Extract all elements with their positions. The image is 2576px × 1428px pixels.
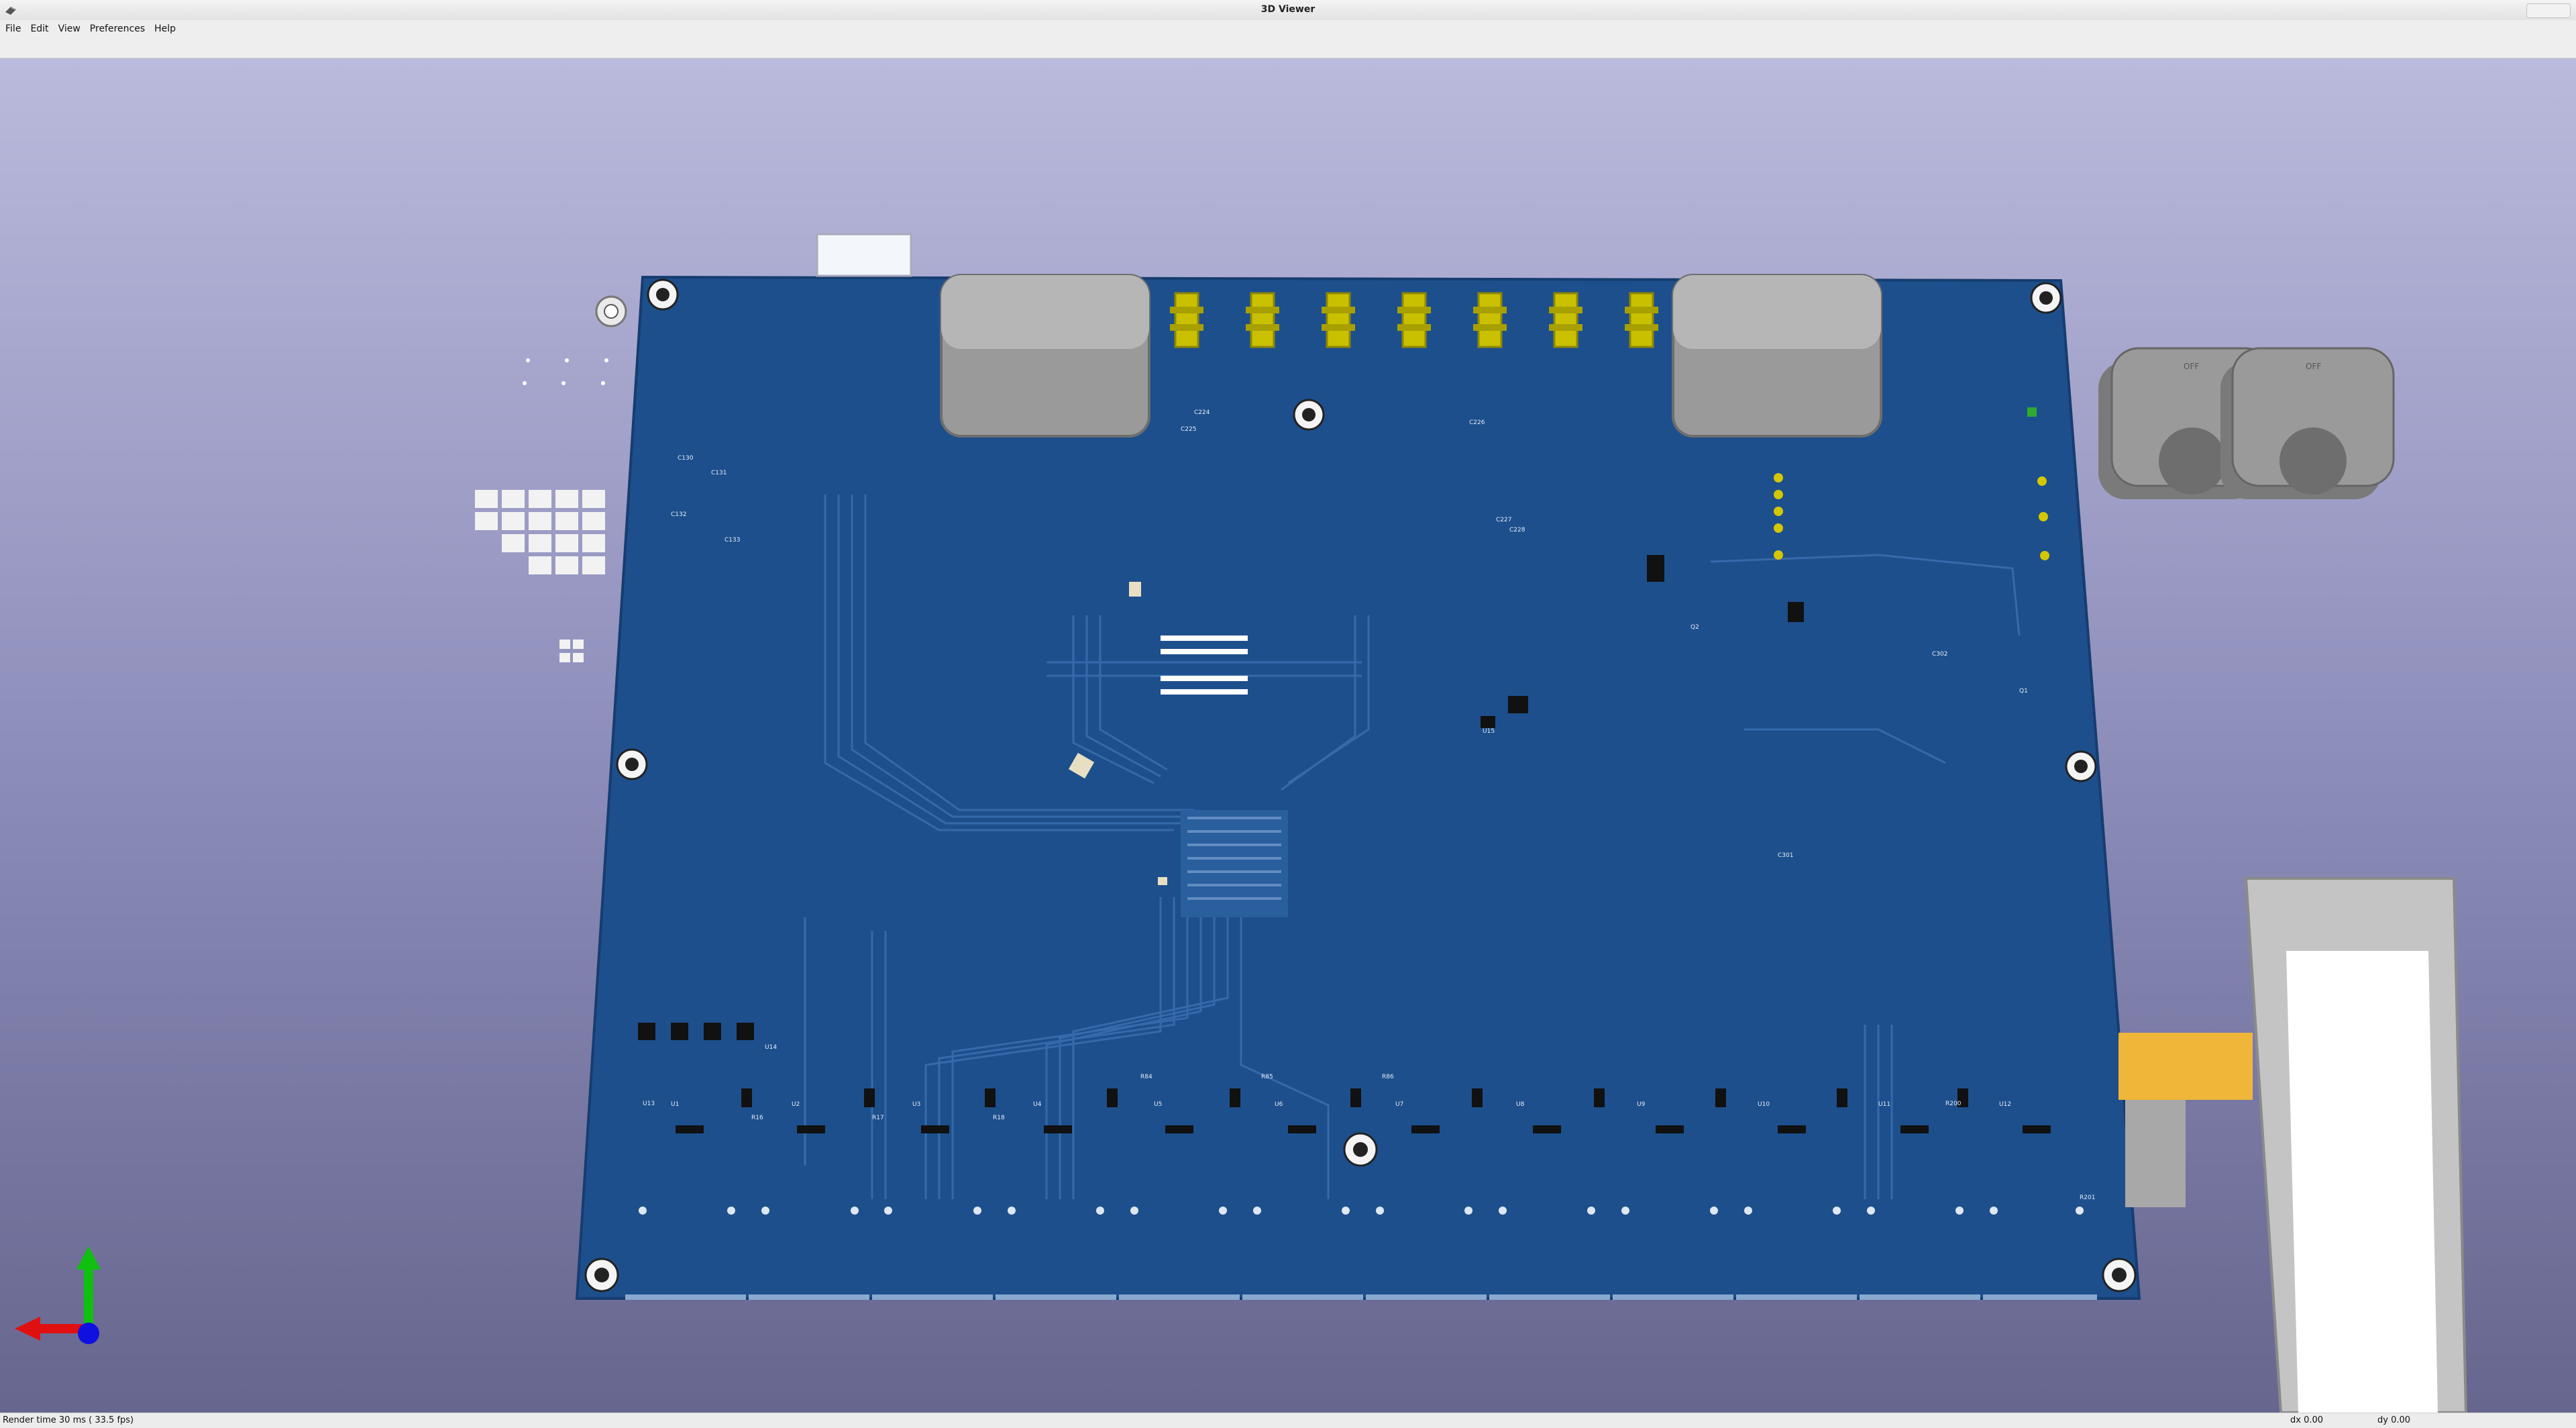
status-bar: Render time 30 ms ( 33.5 fps) dx 0.00 dy… [0, 1413, 2576, 1428]
edge-connectors [625, 1294, 2097, 1300]
component-label: C133 [724, 537, 740, 544]
axes-gizmo [15, 1246, 101, 1344]
mounting-holes [584, 278, 2137, 1292]
menu-view[interactable]: View [58, 23, 80, 34]
3d-viewport[interactable]: U1 U2 U3 U4 U5 U6 U7 U8 U9 U10 U11 U12 U… [0, 58, 2576, 1413]
component-label: C130 [678, 455, 694, 462]
component-label: C131 [711, 470, 727, 476]
pcb-board: U1 U2 U3 U4 U5 U6 U7 U8 U9 U10 U11 U12 U… [575, 233, 2141, 1300]
component-label: R85 [1261, 1074, 1273, 1080]
component-label: U13 [643, 1101, 655, 1107]
pcb-scene: U1 U2 U3 U4 U5 U6 U7 U8 U9 U10 U11 U12 U… [15, 233, 2468, 1413]
component-label: R16 [751, 1115, 763, 1121]
header-connector [816, 233, 912, 277]
component-label: R200 [1945, 1101, 1962, 1107]
fan-on-board-right [1672, 274, 1882, 438]
component-label: C301 [1778, 852, 1793, 859]
menu-preferences[interactable]: Preferences [89, 23, 146, 34]
window-controls-button[interactable] [2526, 3, 2571, 18]
fan-label: OFF [2184, 362, 2199, 371]
component-label: U4 [1033, 1101, 1042, 1108]
component-label: R201 [2080, 1194, 2095, 1201]
display-module [2118, 877, 2468, 1413]
component-label: R17 [872, 1115, 884, 1121]
component-label: U1 [671, 1101, 679, 1108]
component-label: Q2 [1690, 624, 1699, 631]
app-icon [5, 7, 16, 15]
floating-fans: OFF OFF [2098, 347, 2395, 499]
component-label: C226 [1469, 419, 1485, 426]
menu-bar: File Edit View Preferences Help [0, 20, 2576, 58]
component-label: C132 [671, 511, 686, 518]
dy-readout: dy 0.00 [2377, 1415, 2411, 1425]
component-label: U2 [792, 1101, 800, 1108]
fan-label: OFF [2306, 362, 2321, 371]
component-label: U15 [1483, 728, 1495, 735]
floating-parts-left [475, 295, 627, 662]
fan-on-board-left [940, 274, 1150, 438]
component-label: C228 [1509, 527, 1525, 533]
component-label: U7 [1395, 1101, 1403, 1108]
component-label: U3 [912, 1101, 920, 1108]
component-label: C227 [1496, 517, 1511, 523]
component-label: R84 [1140, 1074, 1152, 1080]
menu-edit[interactable]: Edit [30, 23, 49, 34]
component-label: U11 [1878, 1101, 1890, 1108]
bottom-ic-row [638, 555, 2051, 1133]
mounting-holes-inner [594, 288, 2127, 1282]
title-bar: 3D Viewer [0, 0, 2576, 21]
menu-help[interactable]: Help [154, 23, 176, 34]
window-title: 3D Viewer [1260, 4, 1316, 15]
render-time-text: Render time 30 ms ( 33.5 fps) [3, 1415, 134, 1425]
component-label: U10 [1758, 1101, 1770, 1108]
sma-connectors [1170, 292, 1658, 348]
component-label: Q1 [2019, 688, 2028, 695]
component-label: C224 [1194, 409, 1210, 416]
component-label: U9 [1637, 1101, 1646, 1108]
component-label: C225 [1181, 426, 1196, 433]
component-label: R86 [1382, 1074, 1394, 1080]
dx-readout: dx 0.00 [2290, 1415, 2324, 1425]
component-label: C302 [1932, 651, 1947, 658]
component-label: R18 [993, 1115, 1005, 1121]
component-label: U8 [1516, 1101, 1525, 1108]
component-label: U12 [1999, 1101, 2011, 1108]
menu-file[interactable]: File [5, 23, 21, 34]
component-label: U14 [765, 1044, 777, 1051]
bga-area [1181, 810, 1288, 917]
component-label: U5 [1154, 1101, 1162, 1108]
component-label: U6 [1275, 1101, 1283, 1108]
